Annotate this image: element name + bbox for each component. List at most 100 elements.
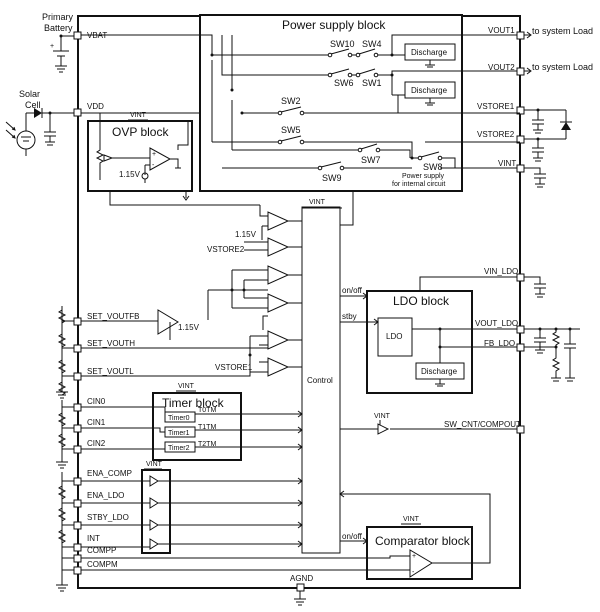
control-block xyxy=(301,206,341,554)
pin-compm xyxy=(73,566,82,575)
t1tm-label: T1TM xyxy=(198,424,216,431)
internal-supply-note-1: Power supply xyxy=(402,173,445,180)
t2tm-label: T2TM xyxy=(198,441,216,448)
switch-sw6: SW6 xyxy=(327,68,354,88)
pin-vout2-label: VOUT2 xyxy=(488,63,515,72)
sw5-label: SW5 xyxy=(281,125,301,135)
comparator-vint-label: VINT xyxy=(403,516,420,523)
ovp-ref-label: 1.15V xyxy=(119,170,141,179)
sw9-label: SW9 xyxy=(322,173,342,183)
pin-compm-label: COMPM xyxy=(87,560,118,569)
pin-cin1-label: CIN1 xyxy=(87,418,106,427)
internal-comparators: 1.15V VSTORE2 VSTORE1 xyxy=(207,205,302,377)
ldo-onoff-label: on/off xyxy=(342,286,363,295)
discharge-box-1: Discharge xyxy=(404,43,456,68)
switch-sw2: SW2 xyxy=(277,96,305,116)
discharge-1-label: Discharge xyxy=(411,48,448,57)
ovp-block-title: OVP block xyxy=(112,125,169,139)
solar-cell-label-1: Solar xyxy=(19,89,40,99)
internal-supply-note-2: for internal circuit xyxy=(392,181,445,188)
comparator-onoff-label: on/off xyxy=(342,532,363,541)
pin-vint-label: VINT xyxy=(498,159,516,168)
pin-compp-label: COMPP xyxy=(87,546,116,555)
switch-sw9: SW9 xyxy=(317,161,345,183)
input-buffers xyxy=(81,475,303,550)
pin-vstore2-label: VSTORE2 xyxy=(477,130,515,139)
power-supply-block-title: Power supply block xyxy=(282,18,386,32)
timer-circuit: Timer0 Timer1 Timer2 T0TM T1TM T2TM xyxy=(81,406,303,453)
pin-compp xyxy=(73,554,82,563)
svg-text:+: + xyxy=(412,553,416,560)
sw1-label: SW1 xyxy=(362,78,382,88)
pin-set-voutl-label: SET_VOUTL xyxy=(87,367,134,376)
ovp-vint-label: VINT xyxy=(130,112,147,119)
switch-sw4: SW4 xyxy=(355,39,382,58)
sw2-label: SW2 xyxy=(281,96,301,106)
pin-set-voutfb xyxy=(73,317,82,326)
pin-ena-comp-label: ENA_COMP xyxy=(87,469,132,478)
right-external-components xyxy=(524,108,580,382)
pin-ena-ldo-label: ENA_LDO xyxy=(87,491,124,500)
discharge-2-label: Discharge xyxy=(411,86,448,95)
pin-set-vouth xyxy=(73,344,82,353)
solar-cell-symbol xyxy=(5,108,78,156)
pin-set-voutl xyxy=(73,372,82,381)
timer0-label: Timer0 xyxy=(168,415,190,422)
zener-diode-icon xyxy=(561,122,571,130)
ldo-circuit: LDO Discharge on/off stby xyxy=(340,276,517,387)
switch-sw8: SW8 xyxy=(417,151,443,172)
pin-vdd-label: VDD xyxy=(87,102,104,111)
ldo-discharge-label: Discharge xyxy=(421,367,458,376)
pin-vout-ldo-label: VOUT_LDO xyxy=(475,319,518,328)
sw7-label: SW7 xyxy=(361,155,381,165)
timer1-label: Timer1 xyxy=(168,430,190,437)
pin-set-voutfb-label: SET_VOUTFB xyxy=(87,312,139,321)
ldo-block-title: LDO block xyxy=(393,294,450,308)
timer-vint-label: VINT xyxy=(178,383,195,390)
ldo-inner-box xyxy=(377,317,413,357)
switch-sw1: SW1 xyxy=(355,68,382,88)
diode-icon xyxy=(34,108,42,118)
pin-cin2 xyxy=(73,445,82,454)
pin-cin2-label: CIN2 xyxy=(87,439,106,448)
sw-cnt-vint-label: VINT xyxy=(374,413,391,420)
battery-plus-sign: + xyxy=(50,43,54,50)
pin-vout1-label: VOUT1 xyxy=(488,26,515,35)
sw10-label: SW10 xyxy=(330,39,355,49)
to-system-load-2: to system Load xyxy=(532,62,593,72)
pin-sw-cnt-label: SW_CNT/COMPOUT xyxy=(444,420,521,429)
timer-block-title: Timer block xyxy=(162,396,225,410)
buffer-vint-label: VINT xyxy=(146,461,163,468)
cmp-ref-label: 1.15V xyxy=(235,230,257,239)
svg-text:+: + xyxy=(152,151,156,158)
sw6-label: SW6 xyxy=(334,78,354,88)
pin-vin-ldo-label: VIN_LDO xyxy=(484,267,518,276)
ldo-inner-label: LDO xyxy=(386,332,402,341)
pin-fb-ldo xyxy=(516,343,525,352)
solar-cell-label-2: Cell xyxy=(25,100,41,110)
comparator-block-title: Comparator block xyxy=(375,534,471,548)
primary-battery-label-1: Primary xyxy=(42,12,73,22)
timer2-label: Timer2 xyxy=(168,445,190,452)
pin-vdd xyxy=(73,108,82,117)
pin-fb-ldo-label: FB_LDO xyxy=(484,339,515,348)
ovp-circuit: + - 1.15V xyxy=(95,113,260,206)
control-block-label: Control xyxy=(307,376,333,385)
switch-sw10: SW10 xyxy=(327,39,355,58)
comparator-circuit: + - on/off xyxy=(81,490,491,578)
pin-agnd xyxy=(296,583,305,592)
pin-ena-ldo xyxy=(73,499,82,508)
set-pin-wiring: 1.15V xyxy=(81,309,268,377)
pin-vint xyxy=(516,164,525,173)
pin-vstore1-label: VSTORE1 xyxy=(477,102,515,111)
sw-cnt-buffer: VINT xyxy=(340,413,517,435)
pin-ena-comp xyxy=(73,477,82,486)
fb-ref-label: 1.15V xyxy=(178,323,200,332)
pin-agnd-label: AGND xyxy=(290,574,313,583)
pin-set-vouth-label: SET_VOUTH xyxy=(87,339,135,348)
vstore1-internal-label: VSTORE1 xyxy=(215,363,253,372)
control-vint-label: VINT xyxy=(309,199,326,206)
primary-battery-symbol: + xyxy=(50,34,78,73)
pin-vout2 xyxy=(516,67,525,76)
